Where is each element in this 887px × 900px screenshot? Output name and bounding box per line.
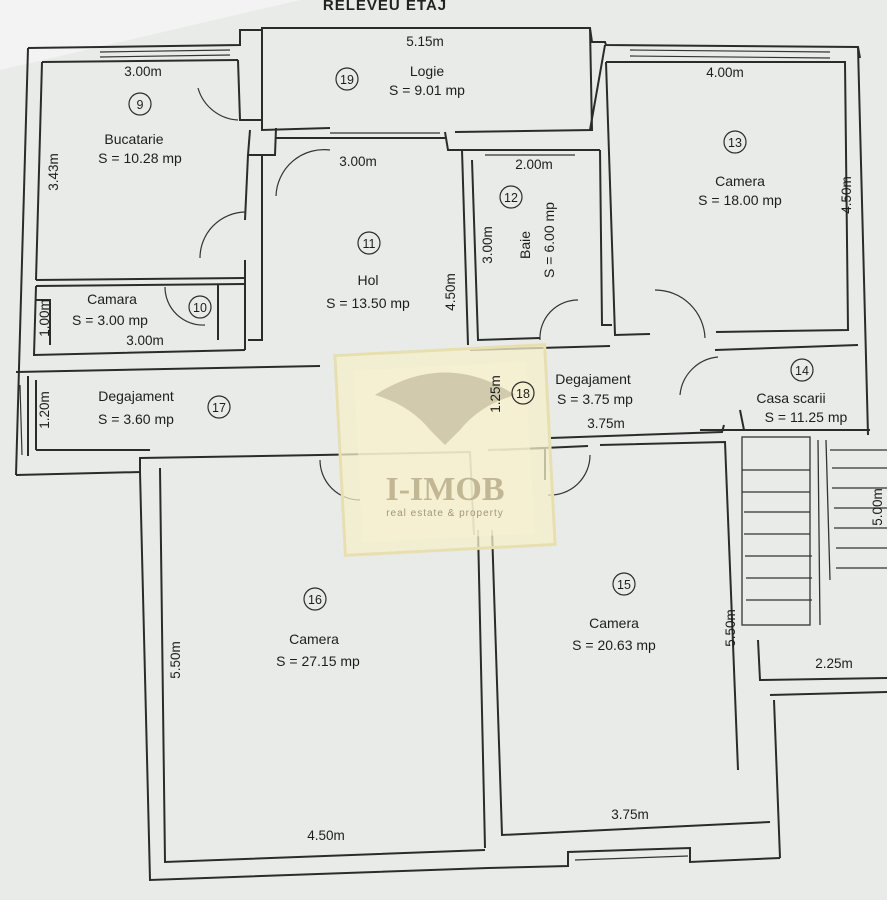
staircase (741, 436, 887, 626)
walls (15, 27, 887, 882)
room-name-camera-16: Camera (289, 631, 339, 647)
room-name-bucatarie: Bucatarie (104, 131, 163, 147)
dim-bucatarie-width: 3.00m (124, 64, 162, 79)
dim-camara-width: 3.00m (126, 333, 164, 348)
room-name-casa-scarii: Casa scarii (756, 390, 825, 406)
room-number-19: 19 (340, 73, 354, 87)
room-number-10: 10 (193, 301, 207, 315)
dim-logie-width: 5.15m (406, 34, 444, 49)
dim-camera13-width: 4.00m (706, 65, 744, 80)
doors (164, 87, 719, 501)
dim-degajament17-height: 1.20m (37, 391, 52, 429)
dim-casa-scarii-width: 2.25m (815, 656, 853, 671)
watermark: I-IMOB real estate & property (333, 343, 557, 557)
room-area-casa-scarii: S = 11.25 mp (765, 409, 848, 425)
dim-bucatarie-height: 3.43m (46, 153, 61, 191)
room-area-bucatarie: S = 10.28 mp (98, 150, 182, 166)
room-number-13: 13 (728, 136, 742, 150)
room-area-logie: S = 9.01 mp (389, 82, 465, 98)
windows (19, 49, 831, 861)
room-name-camera-15: Camera (589, 615, 639, 631)
room-name-degajament-17: Degajament (98, 388, 174, 404)
room-name-baie: Baie (517, 231, 533, 259)
room-number-11: 11 (363, 237, 376, 251)
room-name-hol: Hol (357, 272, 378, 288)
room-name-logie: Logie (410, 63, 444, 79)
room-area-camera-13: S = 18.00 mp (698, 192, 782, 208)
room-number-18: 18 (516, 387, 530, 401)
room-number-16: 16 (308, 593, 322, 607)
eagle-logo-icon (375, 372, 515, 445)
room-number-15: 15 (617, 578, 631, 592)
room-area-camara: S = 3.00 mp (72, 312, 148, 328)
room-number-17: 17 (212, 401, 226, 415)
room-area-camera-15: S = 20.63 mp (572, 637, 656, 653)
paper-corner (0, 0, 300, 70)
watermark-tagline: real estate & property (386, 508, 504, 519)
dim-baie-height: 3.00m (480, 226, 495, 264)
room-area-degajament-18: S = 3.75 mp (557, 391, 633, 407)
dim-camera16-width: 4.50m (307, 828, 345, 843)
dim-hol-height: 4.50m (443, 273, 458, 311)
watermark-brand: I-IMOB (386, 471, 505, 508)
dim-casa-scarii-height: 5.00m (870, 488, 885, 526)
room-number-12: 12 (504, 191, 518, 205)
dim-camara-height: 1.00m (37, 299, 52, 337)
plan-title: RELEVEU ETAJ (323, 0, 447, 14)
dim-baie-width: 2.00m (515, 157, 553, 172)
dim-hol-width: 3.00m (339, 154, 377, 169)
room-area-camera-16: S = 27.15 mp (276, 653, 360, 669)
room-labels: Bucatarie S = 10.28 mp Camara S = 3.00 m… (72, 63, 847, 669)
dim-camera15-height: 5.50m (723, 609, 738, 647)
dim-degajament18-width: 3.75m (587, 416, 625, 431)
room-number-9: 9 (137, 98, 144, 112)
dim-degajament18-height: 1.25m (488, 375, 503, 413)
dimensions: 5.15m 3.00m 3.43m 4.00m 4.50m 3.00m 4.50… (37, 34, 885, 843)
room-name-camara: Camara (87, 291, 137, 307)
dim-camera16-height: 5.50m (168, 641, 183, 679)
room-area-degajament-17: S = 3.60 mp (98, 411, 174, 427)
dim-camera15-width: 3.75m (611, 807, 649, 822)
room-numbers: 9 10 11 12 13 14 15 16 17 18 19 (128, 67, 814, 611)
room-name-camera-13: Camera (715, 173, 765, 189)
dim-camera13-height: 4.50m (839, 176, 854, 214)
room-area-hol: S = 13.50 mp (326, 295, 410, 311)
room-area-baie: S = 6.00 mp (541, 202, 557, 278)
room-name-degajament-18: Degajament (555, 371, 631, 387)
room-number-14: 14 (795, 364, 809, 378)
watermark-inner (353, 361, 535, 543)
